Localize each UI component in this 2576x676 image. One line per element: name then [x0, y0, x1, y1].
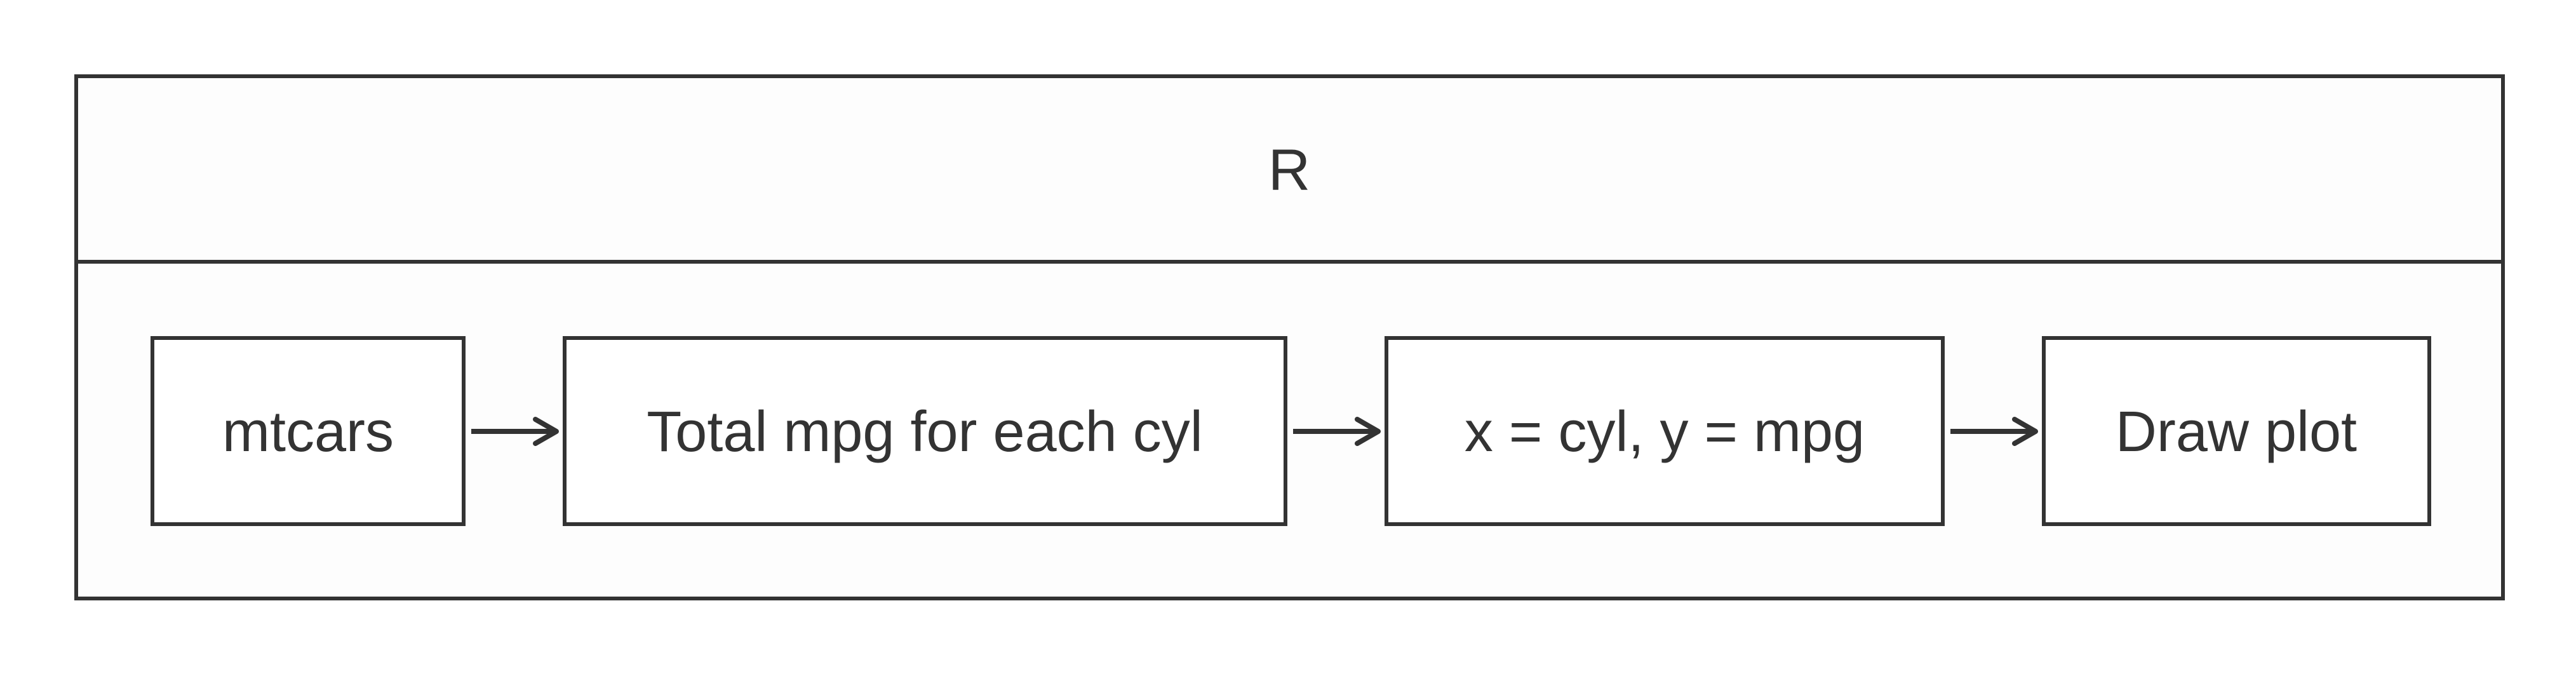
- node-box: [1385, 336, 1945, 526]
- node-total-mpg: Total mpg for each cyl: [563, 336, 1287, 526]
- node-label: x = cyl, y = mpg: [1465, 400, 1865, 464]
- node-box: [563, 336, 1287, 526]
- node-mtcars: mtcars: [151, 336, 466, 526]
- arrowhead-icon: [2012, 417, 2038, 446]
- edge-mtcars-to-total: [471, 417, 559, 446]
- edge-aes-to-plot: [1950, 417, 2038, 446]
- node-label: mtcars: [222, 400, 394, 464]
- edge-total-to-aes: [1293, 417, 1381, 446]
- node-draw-plot: Draw plot: [2042, 336, 2431, 526]
- node-aes-mapping: x = cyl, y = mpg: [1385, 336, 1945, 526]
- node-box: [2042, 336, 2431, 526]
- node-box: [151, 336, 466, 526]
- node-label: Draw plot: [2116, 400, 2357, 464]
- node-label: Total mpg for each cyl: [647, 400, 1202, 464]
- container-title: R: [1268, 138, 1310, 203]
- arrowhead-icon: [533, 417, 559, 446]
- arrowhead-icon: [1355, 417, 1381, 446]
